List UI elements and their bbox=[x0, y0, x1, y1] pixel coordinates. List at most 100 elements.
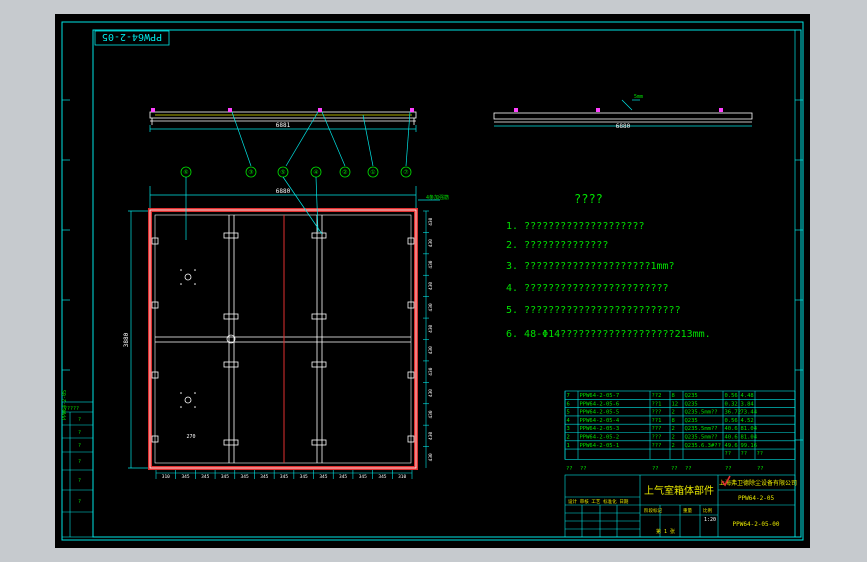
bottom-dim-label: 345 bbox=[300, 474, 308, 480]
company-name: 上海弗卫德除尘设备有限公司 bbox=[719, 479, 797, 487]
bom-cell: Q235 bbox=[685, 418, 698, 424]
bom-cell: 99.16 bbox=[741, 443, 758, 449]
bom-total: ?? bbox=[741, 451, 748, 457]
bom-cell: 81.04 bbox=[741, 435, 758, 441]
plan-view: 6880 3880 4条加强筋 bbox=[123, 176, 449, 480]
bom-cell: 81.04 bbox=[741, 426, 758, 432]
right-dim-label: 430 bbox=[428, 217, 434, 225]
right-dim-label: 430 bbox=[428, 282, 434, 290]
bom-cell: 1 bbox=[567, 443, 570, 449]
bom-cell: 7 bbox=[567, 393, 570, 399]
bom-cell: 4 bbox=[567, 418, 571, 424]
bom-cell: 36.72 bbox=[725, 410, 742, 416]
note-3: 3. ?????????????????????1mm? bbox=[506, 261, 675, 272]
bom-cell: 4.48 bbox=[741, 393, 754, 399]
bom-cell: 73.44 bbox=[741, 410, 758, 416]
stage-label: 阶段标记 bbox=[644, 507, 662, 514]
left-cell-1: ? bbox=[78, 417, 81, 423]
bom-cell: PPW64-2-05-3 bbox=[580, 426, 620, 432]
bom-cell: ??? bbox=[652, 443, 662, 449]
right-dim-label: 430 bbox=[428, 432, 434, 440]
bom-cell: Q235.5mm?? bbox=[685, 426, 718, 432]
design-row: 设计 审核 工艺 标准化 日期 bbox=[568, 498, 629, 505]
technical-notes: ???? 1. ???????????????????? 2. ????????… bbox=[506, 192, 711, 340]
bom-cell: ??1 bbox=[652, 401, 662, 407]
bom-cell: 12 bbox=[672, 401, 679, 407]
bom-header-cell: ?? bbox=[671, 466, 678, 472]
bottom-dim-label: 345 bbox=[359, 474, 367, 480]
bottom-dim-label: 345 bbox=[221, 474, 229, 480]
scale-label: 比例 bbox=[703, 507, 712, 514]
right-dim-label: 430 bbox=[428, 303, 434, 311]
dim-270: 270 bbox=[186, 434, 195, 440]
drawing-number: PPW64-2-05-00 bbox=[733, 521, 780, 528]
title-block bbox=[564, 474, 796, 538]
code-stamp: PPW64-2-05 bbox=[94, 30, 170, 46]
bom-cell: 2 bbox=[672, 435, 675, 441]
balloon-labels: ⑥ ⑤ ④ ③ ② ① ⑦ bbox=[183, 169, 408, 176]
note-5: 5. ?????????????????????????? bbox=[506, 305, 681, 316]
balloon-7: ⑦ bbox=[403, 169, 408, 176]
bom-cell: 4.52 bbox=[741, 418, 754, 424]
bom-cell: ??1 bbox=[652, 418, 662, 424]
left-signoff-table bbox=[61, 401, 94, 538]
left-cell-5: ? bbox=[78, 478, 81, 484]
bom-cell: 40.6 bbox=[725, 426, 738, 432]
left-cell-3: ? bbox=[78, 443, 81, 449]
bottom-dim-label: 345 bbox=[378, 474, 386, 480]
bom-header-cell: ?? bbox=[580, 466, 587, 472]
bom-cell: 8 bbox=[672, 418, 675, 424]
bottom-dim-label: 310 bbox=[162, 474, 170, 480]
balloon-5: ⑤ bbox=[280, 169, 285, 176]
bom-header-cell: ?? bbox=[725, 466, 732, 472]
bottom-dim-label: 310 bbox=[398, 474, 406, 480]
right-dim-label: 430 bbox=[428, 410, 434, 418]
bom-cell: 0.32 bbox=[725, 401, 738, 407]
note-2: 2. ?????????????? bbox=[506, 240, 608, 251]
left-header: ????? bbox=[64, 406, 79, 412]
balloon-3: ③ bbox=[248, 169, 253, 176]
bottom-dim-label: 345 bbox=[339, 474, 347, 480]
bom-cell: 0.56 bbox=[725, 418, 738, 424]
note-4: 4. ???????????????????????? bbox=[506, 283, 669, 294]
bom-cell: Q235 bbox=[685, 401, 698, 407]
balloon-6: ⑥ bbox=[183, 169, 188, 176]
bom-cell: PPW64-2-05-5 bbox=[580, 410, 620, 416]
bom-total: ?? bbox=[757, 451, 764, 457]
bom-cell: Q235.6.3#?? bbox=[685, 443, 721, 449]
note-1: 1. ???????????????????? bbox=[506, 221, 644, 232]
left-cell-2: ? bbox=[78, 430, 81, 436]
bom-cell: 0.56 bbox=[725, 393, 738, 399]
right-dim-label: 430 bbox=[428, 346, 434, 354]
assembly-code: PPW64-2-05 bbox=[738, 495, 775, 502]
bom-cell: 3.84 bbox=[741, 401, 755, 407]
bom-cell: 3 bbox=[567, 426, 570, 432]
bom-cell: ??2 bbox=[652, 393, 662, 399]
balloon-2: ② bbox=[342, 169, 347, 176]
scale-value: 1:20 bbox=[704, 517, 716, 523]
bom-cell: 2 bbox=[672, 443, 675, 449]
right-dim-label: 430 bbox=[428, 239, 434, 247]
bom-header-cell: ?? bbox=[757, 466, 764, 472]
drawing-sheet bbox=[55, 14, 810, 548]
bottom-dim-label: 345 bbox=[319, 474, 327, 480]
bom-cell: PPW64-2-05-7 bbox=[580, 393, 620, 399]
notes-title: ???? bbox=[574, 192, 603, 206]
bom-header-cell: ?? bbox=[652, 466, 659, 472]
left-cell-6: ? bbox=[78, 499, 81, 505]
side-length-dim: 6880 bbox=[616, 123, 631, 130]
side-tag: 5mm bbox=[634, 94, 643, 100]
bottom-dim-label: 345 bbox=[181, 474, 189, 480]
bom-cell: PPW64-2-05-4 bbox=[580, 418, 620, 424]
left-signoff-text: PPW64-2-05 ????? ? ? ? ? ? ? bbox=[62, 390, 81, 505]
bom-cell: ??? bbox=[652, 426, 662, 432]
bom-cell: PPW64-2-05-2 bbox=[580, 435, 620, 441]
bom-cell: 6 bbox=[567, 401, 570, 407]
title-block-text: 上气室箱体部件 上海弗卫德除尘设备有限公司 PPW64-2-05 PPW64-2… bbox=[568, 475, 797, 535]
bom-cell: 40.6 bbox=[725, 435, 738, 441]
